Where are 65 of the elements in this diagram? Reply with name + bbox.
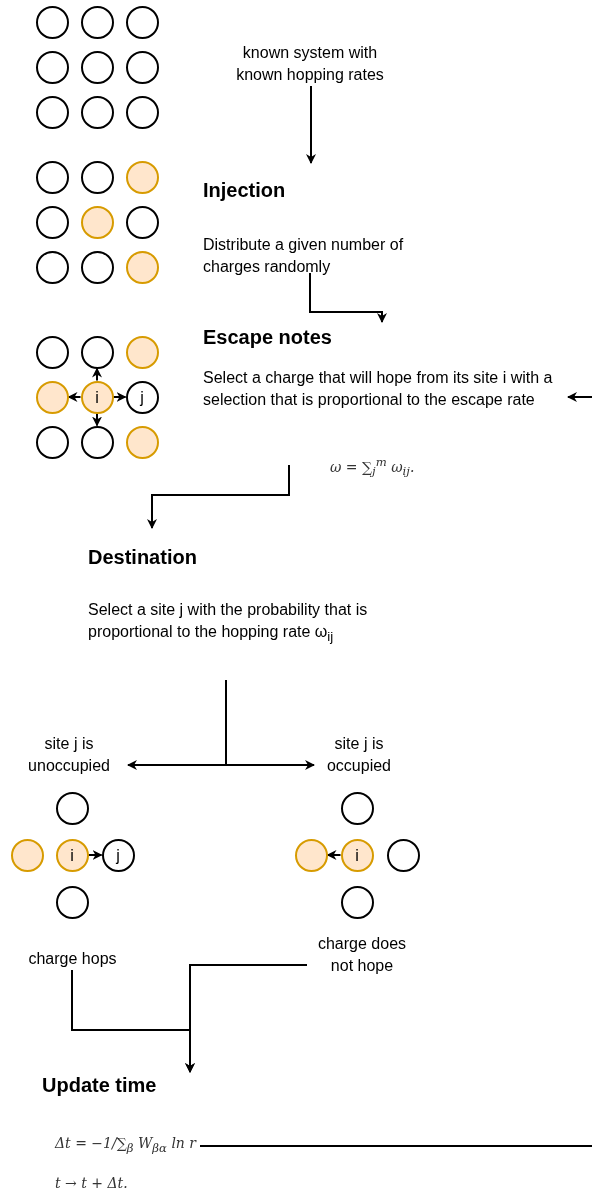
site-circle: [35, 50, 69, 84]
arrow: [185, 964, 308, 1073]
site-circle: [35, 95, 69, 129]
arrow: [67, 392, 82, 402]
site-circle: [80, 50, 114, 84]
site-circle: [55, 791, 89, 825]
site-circle: [386, 838, 420, 872]
arrow: [326, 850, 342, 860]
step-text: Select a site j with the probability that is proportional to the hopping rate ω$_{ij}$: [88, 600, 369, 647]
step-heading: Injection: [203, 178, 287, 202]
charged-site-circle: i: [80, 380, 114, 414]
charged-site-circle: i: [55, 838, 89, 872]
step-caption: known system with known hopping rates: [230, 42, 390, 86]
step-heading: Update time: [42, 1073, 158, 1097]
site-circle: [80, 425, 114, 459]
arrow: [309, 272, 387, 323]
site-circle: [80, 5, 114, 39]
step-caption: site j is unoccupied: [10, 733, 128, 777]
step-caption: site j is occupied: [314, 733, 404, 777]
charged-site-circle: [125, 335, 159, 369]
arrow: [306, 85, 316, 164]
site-circle: [80, 95, 114, 129]
site-circle: j: [125, 380, 159, 414]
site-circle: [35, 335, 69, 369]
site-circle: [35, 5, 69, 39]
site-circle: [35, 425, 69, 459]
site-circle: [35, 250, 69, 284]
site-circle: [340, 885, 374, 919]
charged-site-circle: [125, 160, 159, 194]
arrow: [112, 392, 127, 402]
arrow: [92, 412, 102, 427]
site-circle: [125, 50, 159, 84]
charged-site-circle: [125, 250, 159, 284]
step-text: Distribute a given number of charges randomly: [203, 235, 405, 277]
site-circle: [80, 250, 114, 284]
site-circle: [35, 205, 69, 239]
arrow: [567, 392, 592, 402]
step-heading: Destination: [88, 545, 198, 569]
charged-site-circle: [294, 838, 328, 872]
charged-site-circle: i: [340, 838, 374, 872]
charged-site-circle: [10, 838, 44, 872]
step-text: Select a charge that will hope from its site i with a selection that is proportional to the escape rate: [203, 368, 553, 410]
arrow: [147, 464, 290, 529]
connector-line: [199, 1145, 592, 1147]
site-circle: [35, 160, 69, 194]
formula: ω = ∑$_{j}$$^{m}$ ω$_{ij}$.: [330, 455, 415, 479]
step-caption: charge does not hope: [307, 933, 417, 977]
step-caption: charge hops: [25, 948, 120, 970]
site-circle: [340, 791, 374, 825]
arrow: [225, 679, 315, 770]
formula: Δt = −1/∑$_{β}$ W$_{βα}$ ln r: [55, 1134, 198, 1157]
charged-site-circle: [125, 425, 159, 459]
site-circle: [125, 95, 159, 129]
site-circle: [80, 335, 114, 369]
arrow: [92, 367, 102, 382]
site-circle: [55, 885, 89, 919]
step-heading: Escape notes: [203, 325, 333, 349]
site-circle: [125, 205, 159, 239]
charged-site-circle: [80, 205, 114, 239]
site-circle: [125, 5, 159, 39]
site-circle: j: [101, 838, 135, 872]
arrow: [87, 850, 103, 860]
formula: t → t + Δt.: [55, 1174, 129, 1193]
charged-site-circle: [35, 380, 69, 414]
site-circle: [80, 160, 114, 194]
